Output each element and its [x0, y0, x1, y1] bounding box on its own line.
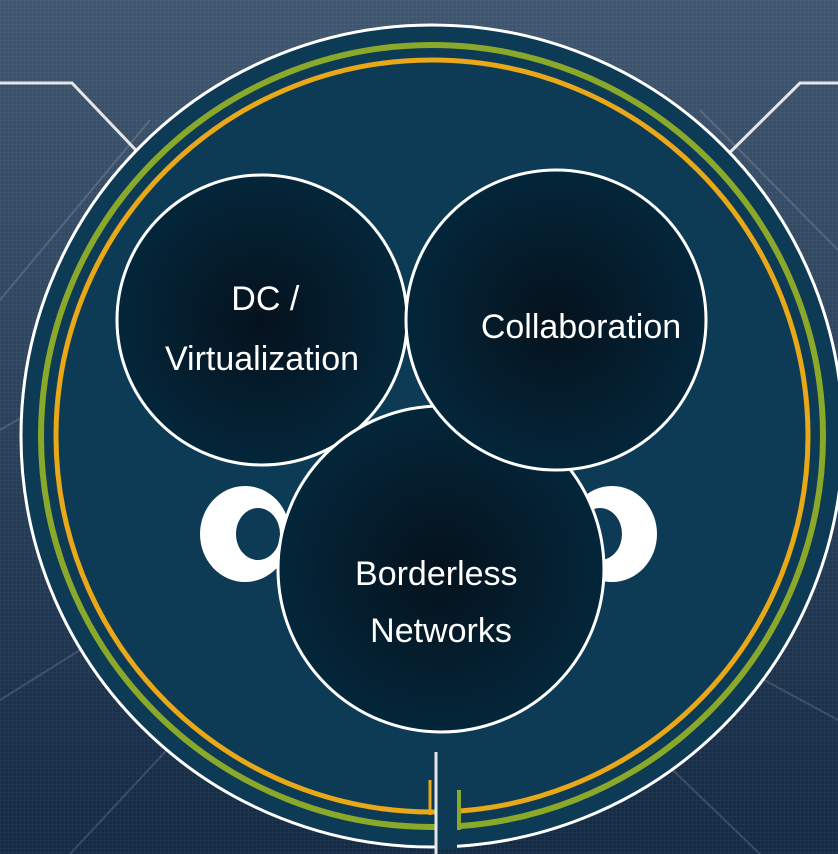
orange-ring: [53, 57, 811, 815]
svg-text:Collaboration: Collaboration: [481, 308, 681, 346]
borderless-networks-label-line-2: Networks: [370, 612, 512, 650]
circle-collaboration: Collaboration: [404, 168, 708, 472]
circle-dc-virtualization: DC / Virtualization: [115, 173, 409, 467]
collaboration-label: Collaboration: [481, 308, 681, 346]
svg-text:Borderless Networks: Borderless Networks: [355, 555, 527, 650]
green-ring: [38, 42, 826, 830]
ring-gap: [437, 770, 457, 850]
borderless-networks-label-line-1: Borderless: [355, 555, 518, 593]
dc-virtualization-label-line-2: Virtualization: [165, 340, 359, 378]
svg-text:DC / Virtualization: DC / Virtualization: [165, 280, 359, 378]
left-handle-inner: [236, 508, 280, 560]
dc-virtualization-label-line-1: DC /: [231, 280, 300, 318]
